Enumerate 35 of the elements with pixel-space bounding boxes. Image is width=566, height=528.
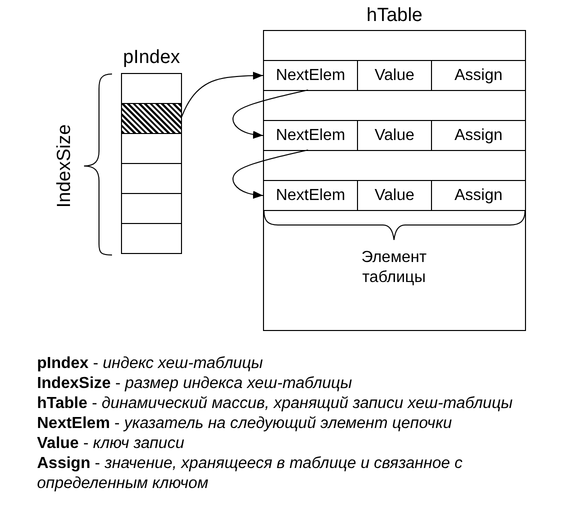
pointer-arrow (232, 90, 308, 139)
field-label: Value (374, 66, 414, 85)
hatched-index-slot (121, 103, 182, 134)
record-field (263, 120, 358, 151)
field-label: NextElem (276, 186, 346, 205)
record-field (431, 120, 526, 151)
definition-text: IndexSize - размер индекса хеш-таблицы (37, 374, 352, 394)
pointer-arrow (232, 150, 308, 199)
definition-text: pIndex - индекс хеш-таблицы (37, 354, 263, 374)
field-label: NextElem (276, 66, 346, 85)
structure-title: hTable (366, 5, 422, 27)
field-label: Value (374, 126, 414, 145)
definition-text: Assign - значение, хранящееся в таблице и связанное с определенным ключом (37, 454, 464, 494)
index-slot (121, 133, 182, 164)
definition-text: NextElem - указатель на следующий элемент цепочки (37, 414, 452, 434)
record-field (357, 60, 432, 91)
field-label: Assign (454, 126, 503, 145)
field-label: Assign (454, 186, 503, 205)
record-field (431, 60, 526, 91)
size-label: IndexSize (54, 124, 76, 208)
record-field (431, 180, 526, 211)
index-slot (121, 193, 182, 224)
definition-text: Value - ключ записи (37, 434, 184, 454)
record-field (263, 180, 358, 211)
structure-title: pIndex (122, 47, 180, 69)
index-slot (121, 223, 182, 254)
field-label: Assign (454, 66, 503, 85)
definition-text: hTable - динамический массив, хранящий записи хеш-таблицы (37, 394, 513, 414)
record-field (357, 120, 432, 151)
record-field (263, 60, 358, 91)
field-label: NextElem (276, 126, 346, 145)
brace-label: Элемент таблицы (360, 248, 428, 288)
index-slot (121, 163, 182, 194)
field-label: Value (374, 186, 414, 205)
record-field (357, 180, 432, 211)
